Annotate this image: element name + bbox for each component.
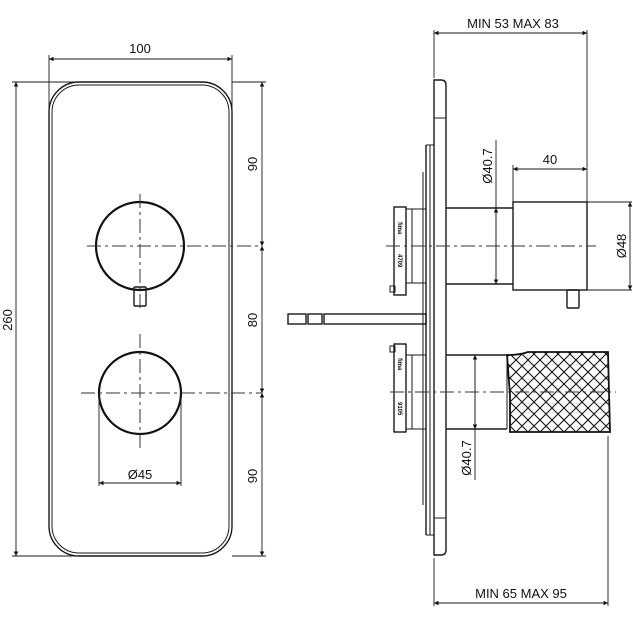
front-view: Ø45 100 260 90 80 90 [0, 41, 266, 557]
handle-diameter-label: Ø48 [614, 234, 629, 259]
cover-plate-inner-edge [51, 84, 230, 554]
upper-flange-code: 4709 [396, 254, 402, 268]
side-plate [433, 79, 447, 556]
knob-diameter-label: Ø45 [128, 467, 153, 482]
handle-length-label: 40 [543, 152, 557, 167]
lower-spacing-label: 90 [245, 469, 260, 483]
lower-flange-brand: fima [396, 358, 402, 371]
upper-spacing-label: 90 [245, 157, 260, 171]
diverter-rod [323, 313, 427, 325]
width-dimension-label: 100 [129, 41, 151, 56]
upper-flange-brand: fima [396, 222, 402, 235]
cover-plate [48, 81, 233, 557]
middle-spacing-label: 80 [245, 313, 260, 327]
height-dimension-label: 260 [0, 309, 15, 331]
side-view: fima 4709 fima 9105 MIN 53 MAX 83 [287, 16, 633, 606]
upper-flange [393, 206, 407, 296]
top-depth-label: MIN 53 MAX 83 [467, 16, 559, 31]
upper-handle-lever [566, 289, 580, 309]
bottom-depth-label: MIN 65 MAX 95 [475, 586, 567, 601]
lower-body-diameter-label: Ø40.7 [459, 440, 474, 475]
upper-body-diameter-label: Ø40.7 [480, 148, 495, 183]
lower-flange-code: 9105 [396, 402, 402, 416]
